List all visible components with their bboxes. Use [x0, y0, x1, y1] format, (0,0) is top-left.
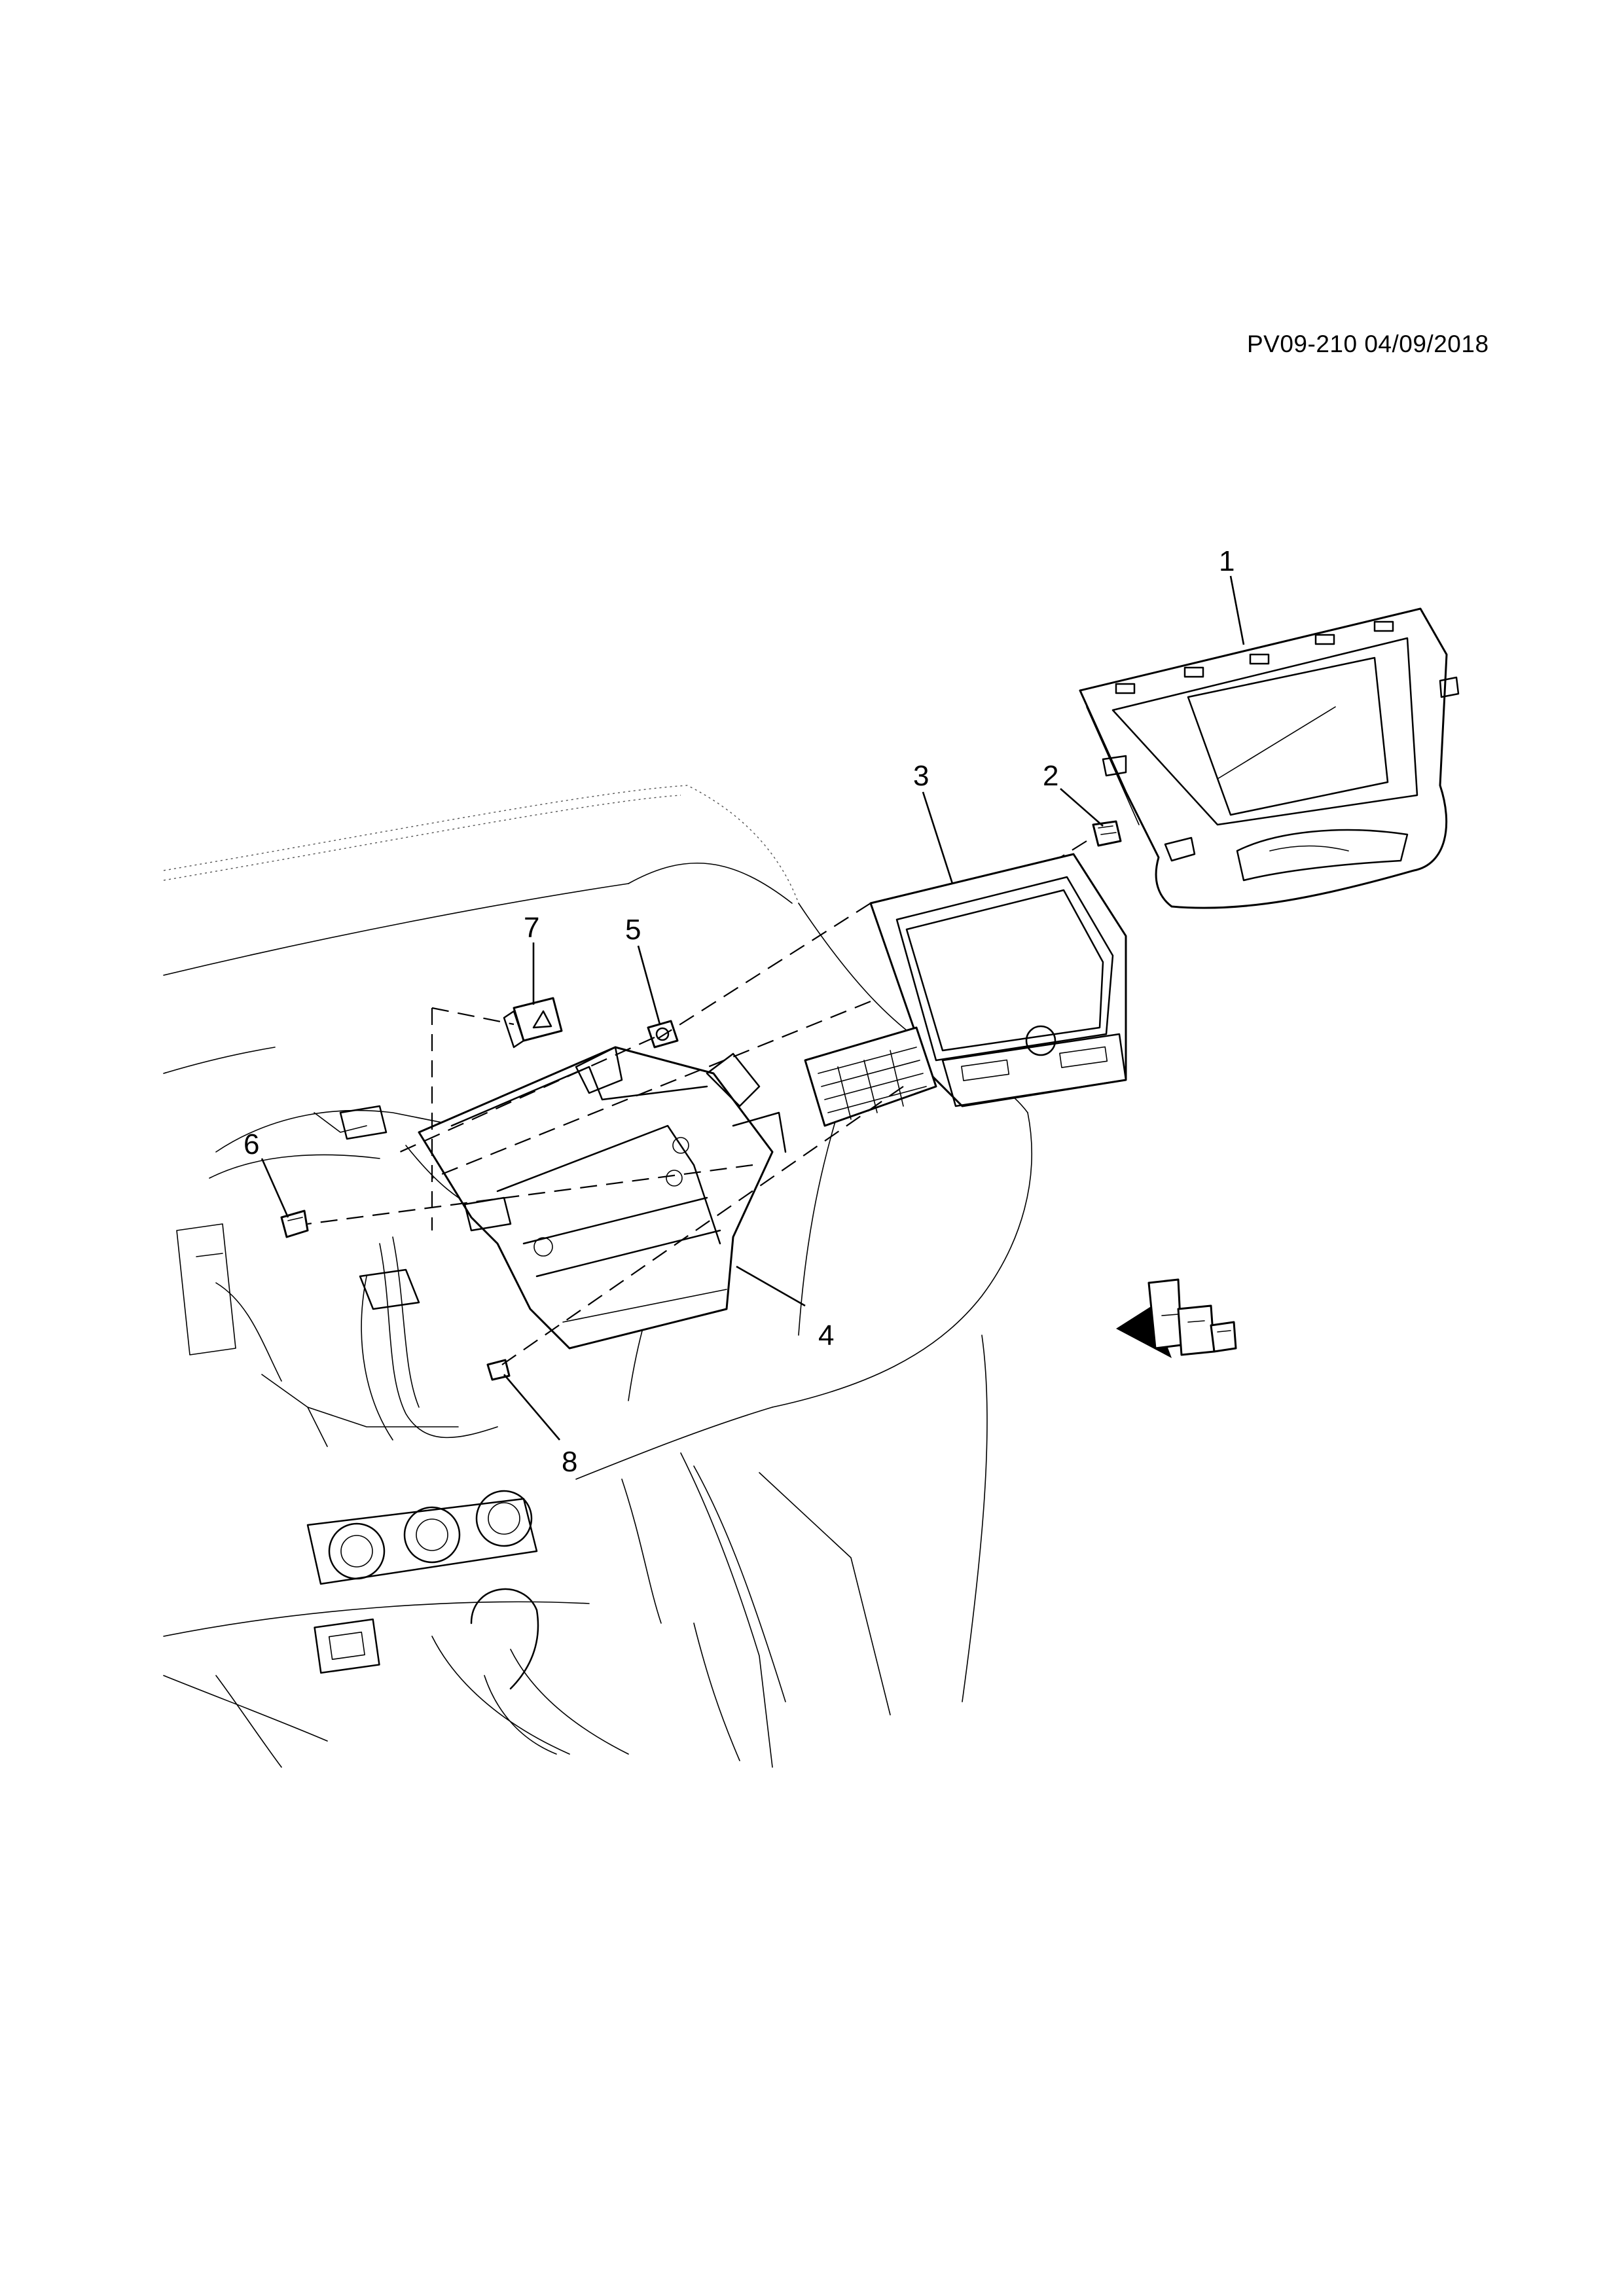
- assembly-guide-lines: [307, 840, 1087, 1369]
- callout-4: 4: [818, 1319, 834, 1352]
- gear-shifter: [470, 1588, 557, 1755]
- callout-numbers: 1 2 3 4 5 6 7 8: [244, 545, 1235, 1478]
- front-direction-arrow-icon: [1116, 1278, 1237, 1358]
- part-3-display-radio-unit: [804, 853, 1127, 1127]
- part-6-fastener: [280, 1210, 309, 1238]
- callout-3: 3: [913, 760, 929, 792]
- callout-6: 6: [244, 1128, 259, 1160]
- part-2-clip: [1092, 820, 1122, 847]
- dashboard-background: [163, 785, 1032, 1768]
- callout-leader-lines: [261, 575, 1245, 1441]
- document-reference: PV09-210 04/09/2018: [1247, 331, 1489, 357]
- callout-5: 5: [625, 914, 641, 946]
- climate-control-panel: [306, 1490, 538, 1674]
- part-7-hazard-switch: [503, 997, 563, 1049]
- part-1-display-bezel: [1079, 607, 1460, 909]
- callout-7: 7: [524, 912, 539, 944]
- callout-2: 2: [1043, 760, 1058, 792]
- part-5-bolt: [647, 1020, 679, 1049]
- part-4-mounting-bracket: [418, 1046, 787, 1350]
- callout-8: 8: [562, 1446, 577, 1478]
- callout-1: 1: [1219, 545, 1235, 577]
